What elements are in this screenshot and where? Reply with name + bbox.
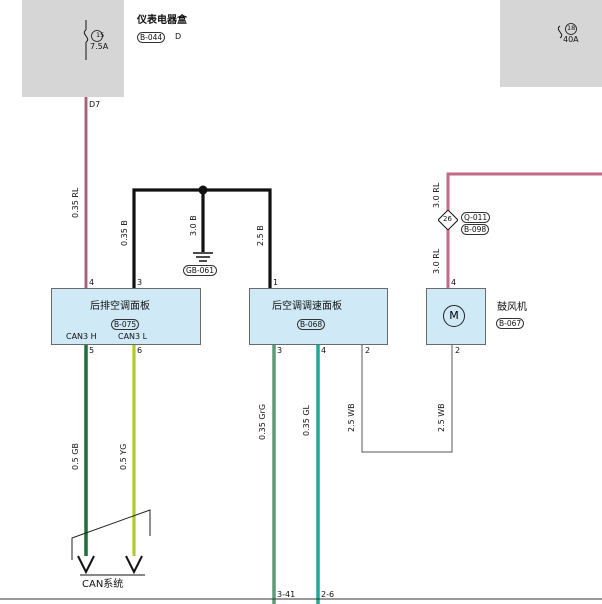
fusebox-connector-suffix: D xyxy=(175,32,182,41)
rear-speed-panel xyxy=(249,288,388,345)
wire-25wb xyxy=(361,345,453,453)
fusebox-connector: B-044 xyxy=(137,32,166,43)
label-w-25wb-b: 2.5 WB xyxy=(437,403,446,432)
fusebox-left xyxy=(22,0,124,97)
fuse-left-rating: 7.5A xyxy=(90,42,109,51)
pin-can-h: CAN3 H xyxy=(66,332,97,341)
splice-conn-bot: B-098 xyxy=(461,224,490,235)
fuse-left-number: 15 xyxy=(96,31,105,39)
ref-2-6: 2-6 xyxy=(321,590,335,599)
wire-30rl xyxy=(446,172,602,288)
label-w-25wb-a: 2.5 WB xyxy=(347,403,356,432)
ground-connector: GB-061 xyxy=(183,265,217,276)
pin-4-speed: 4 xyxy=(321,346,327,355)
fusebox-pin-d7: D7 xyxy=(89,100,101,109)
arrow-can-l xyxy=(125,555,143,575)
fuse-right-icon xyxy=(557,23,577,39)
rear-ac-panel-connector: B-075 xyxy=(111,319,140,330)
label-w-035gl: 0.35 GL xyxy=(302,404,311,436)
pin-2-blower: 2 xyxy=(455,346,461,355)
pin-4-rear: 4 xyxy=(89,278,95,287)
rear-ac-panel-title: 后排空调面板 xyxy=(90,301,150,312)
rear-speed-panel-connector: B-068 xyxy=(297,319,326,330)
pin-1-speed: 1 xyxy=(273,278,279,287)
label-w-25b: 2.5 B xyxy=(256,225,265,246)
splice-conn-top: Q-011 xyxy=(461,212,491,223)
label-w-05gb: 0.5 GB xyxy=(71,443,80,470)
label-w-035grg: 0.35 GrG xyxy=(258,403,267,440)
pin-5-rear: 5 xyxy=(89,346,95,355)
pin-2-speed: 2 xyxy=(365,346,371,355)
splice-icon xyxy=(438,210,458,230)
ref-3-41: 3-41 xyxy=(277,590,296,599)
label-w-035b: 0.35 B xyxy=(120,220,129,246)
pin-can-l: CAN3 L xyxy=(118,332,148,341)
fuse-left-icon xyxy=(83,20,103,60)
label-w-05yg: 0.5 YG xyxy=(119,443,128,470)
fusebox-right xyxy=(500,0,602,87)
label-w-035rl: 0.35 RL xyxy=(71,187,80,218)
motor-icon: M xyxy=(443,305,465,327)
label-w-30b: 3.0 B xyxy=(189,215,198,236)
pin-3-rear: 3 xyxy=(137,278,143,287)
fuse-right-rating: 40A xyxy=(563,35,579,44)
splice-number: 26 xyxy=(443,215,452,223)
splice-dot xyxy=(198,185,208,195)
rear-speed-panel-title: 后空调调速面板 xyxy=(272,301,342,312)
arrow-can-h xyxy=(77,555,95,575)
fuse-right-number: 18 xyxy=(567,24,576,32)
fusebox-title: 仪表电器盒 xyxy=(137,15,187,26)
rear-ac-panel xyxy=(51,288,201,345)
label-w-30rl-bot: 3.0 RL xyxy=(432,248,441,274)
pin-6-rear: 6 xyxy=(137,346,143,355)
blower-connector: B-067 xyxy=(496,318,525,329)
pin-3-speed: 3 xyxy=(277,346,283,355)
blower-title: 鼓风机 xyxy=(497,302,527,313)
can-system-label: CAN系统 xyxy=(82,579,124,590)
pin-4-blower: 4 xyxy=(451,278,457,287)
label-w-30rl-top: 3.0 RL xyxy=(432,182,441,208)
twist-indicator xyxy=(71,509,151,560)
